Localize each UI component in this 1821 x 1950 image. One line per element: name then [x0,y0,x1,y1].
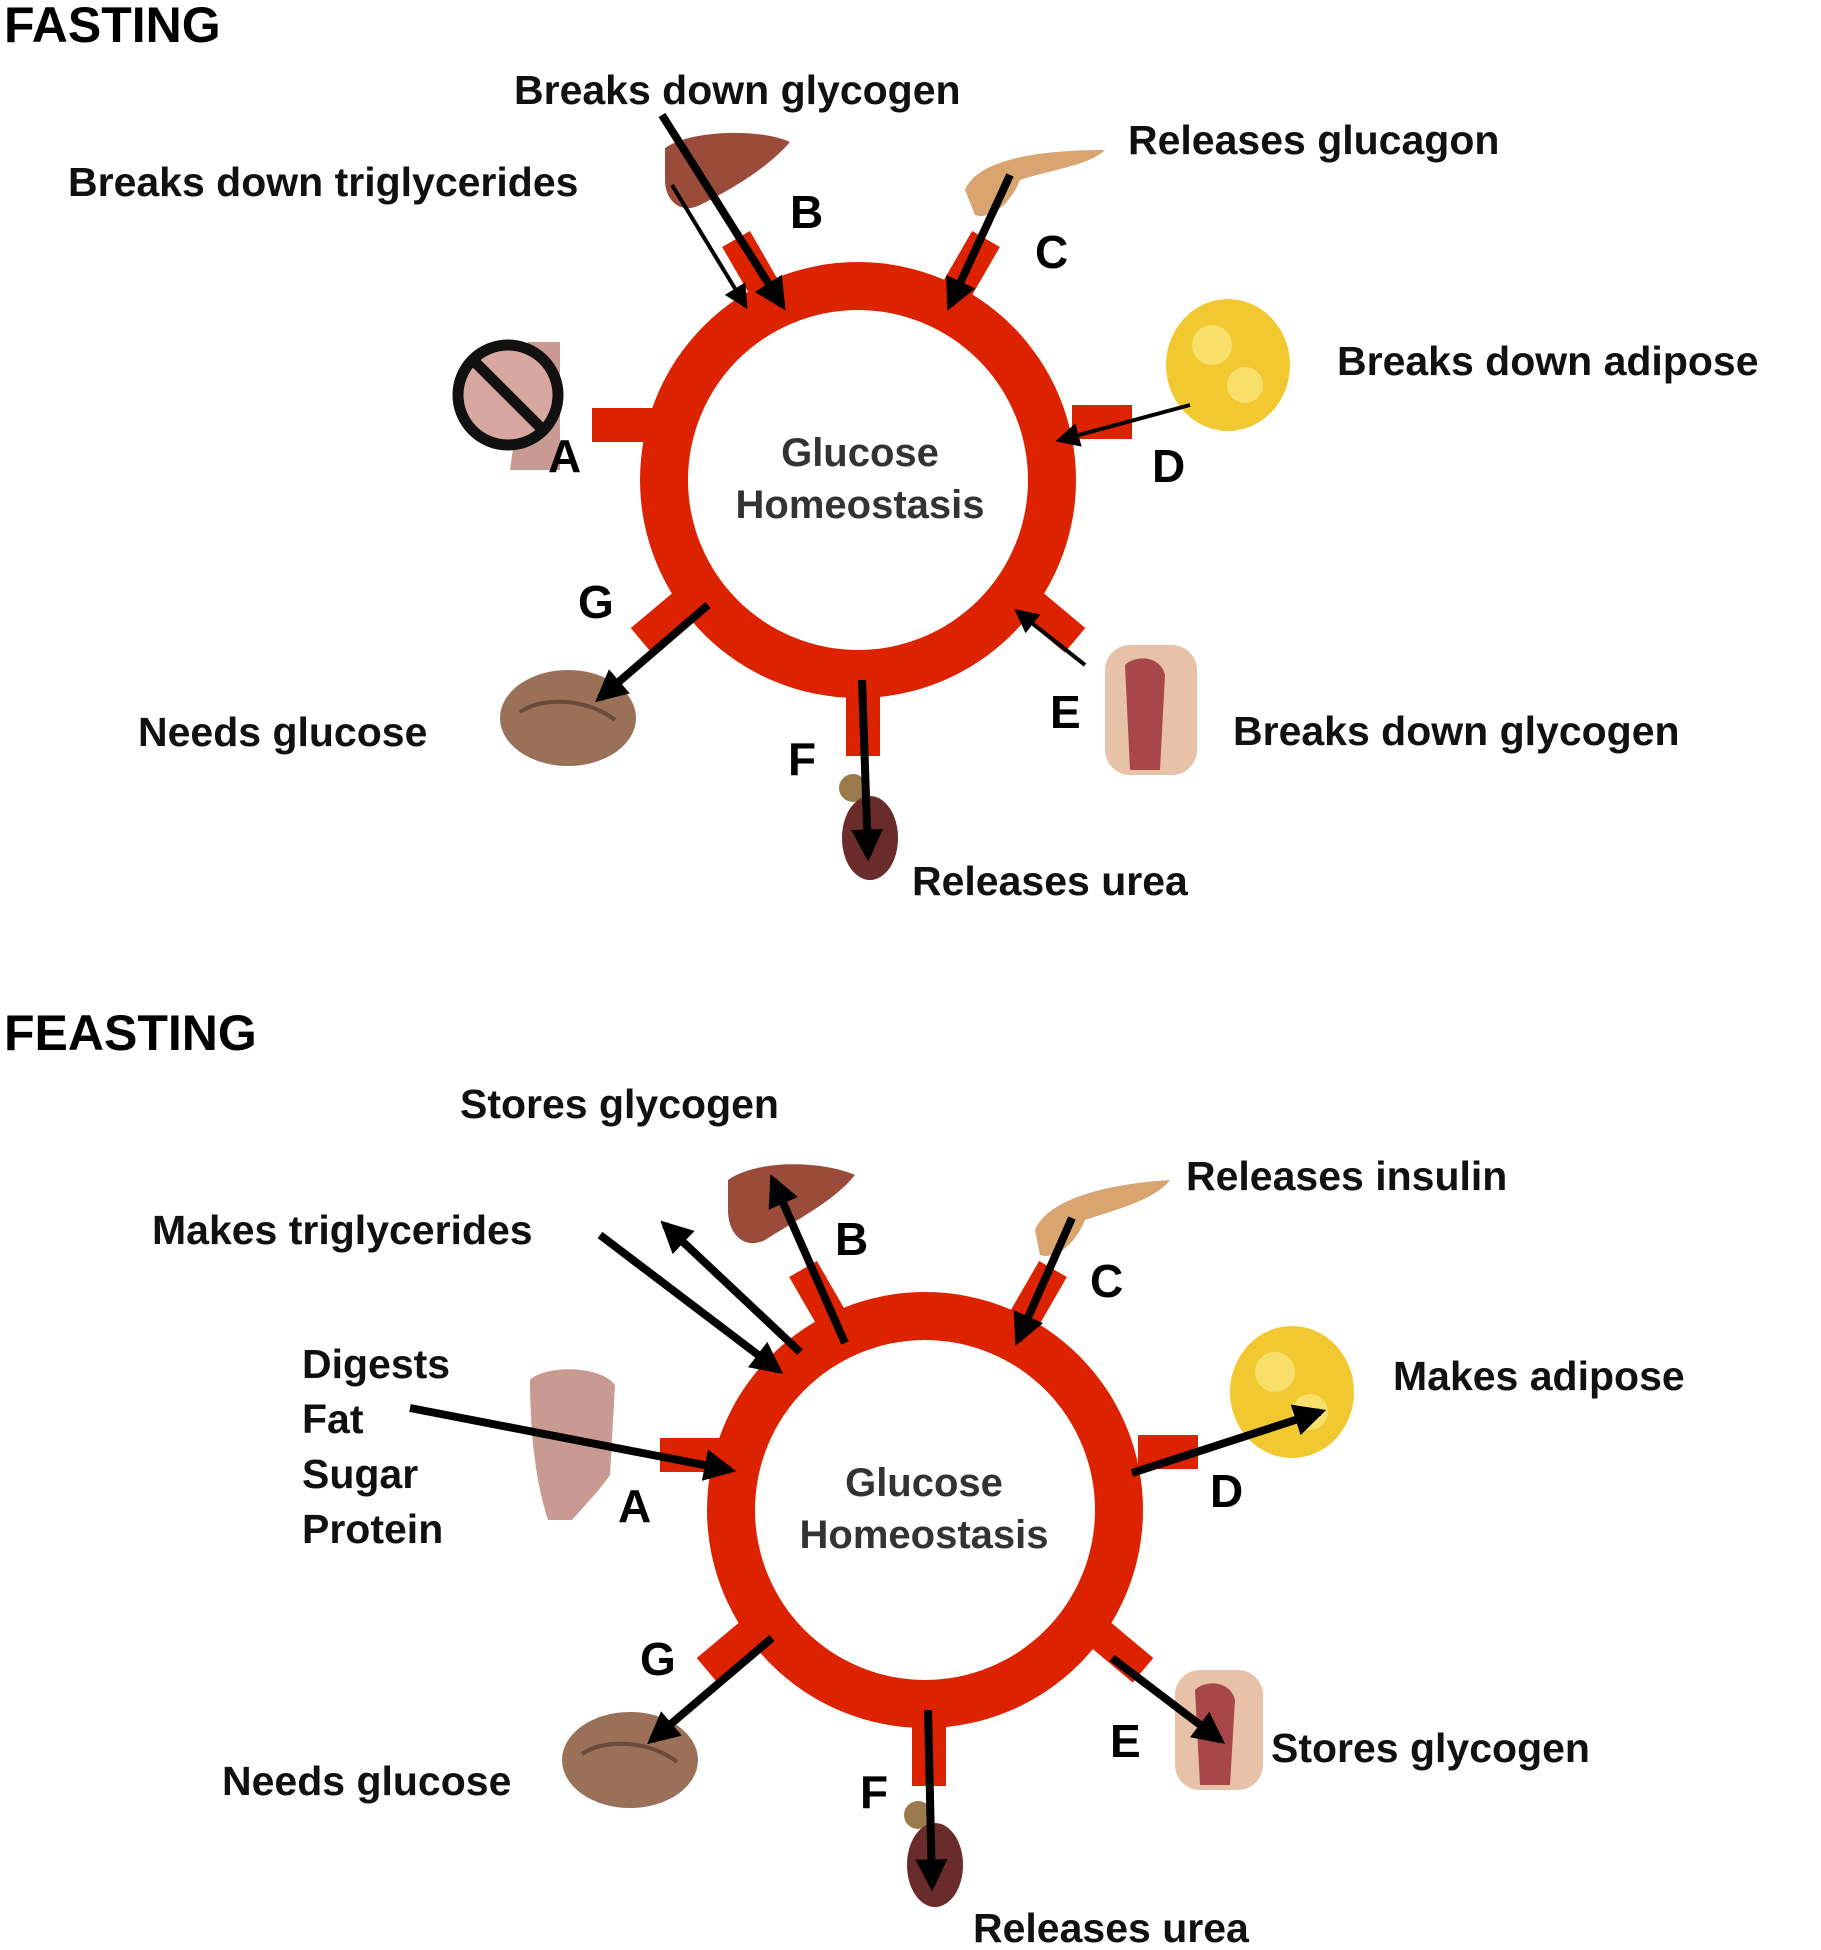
feasting-arrow-digests [409,1404,737,1481]
fasting-letter-a: A [548,430,581,482]
feasting-label-brain: Needs glucose [222,1758,511,1804]
feasting-letter-b: B [835,1213,868,1265]
feasting-label-protein: Protein [302,1506,443,1552]
fasting-label-glucagon: Releases glucagon [1128,117,1499,163]
muscle-icon [1175,1670,1263,1790]
feasting-title: FEASTING [4,1005,257,1061]
fasting-letter-g: G [578,576,614,628]
feasting-arrow-liver-glycogen [768,1174,849,1345]
fasting-label-adipose: Breaks down adipose [1337,338,1759,384]
feasting-arrow-urea [915,1709,948,1892]
fasting-label-triglycerides: Breaks down triglycerides [68,159,578,205]
intestine-icon [530,1369,615,1520]
fasting-center-line2: Homeostasis [736,483,985,527]
fasting-arrow-liver-glycogen [658,112,786,311]
feasting-letter-c: C [1090,1255,1123,1307]
feasting-letter-d: D [1210,1465,1243,1517]
fasting-ring [592,231,1132,756]
feasting-label-triglycerides: Makes triglycerides [152,1207,533,1253]
fasting-arrow-brain [595,601,711,703]
fasting-letter-b: B [790,186,823,238]
feasting-label-digests: Digests [302,1341,450,1387]
feasting-arrow-adipose [1130,1404,1327,1477]
feasting-arrow-triglycerides-out [660,1220,803,1355]
fasting-arrow-muscle [1014,609,1087,667]
feasting-label-urea: Releases urea [973,1905,1250,1950]
feasting-label-insulin: Releases insulin [1186,1153,1507,1199]
feasting-arrow-triglycerides-in [597,1231,784,1374]
feasting-panel: FEASTING Glucose Homeostasis [4,1005,1685,1950]
fasting-label-brain: Needs glucose [138,709,427,755]
feasting-letter-e: E [1110,1715,1141,1767]
feasting-letter-f: F [860,1766,888,1818]
no-symbol-icon [452,339,564,451]
feasting-arrow-insulin [1013,1216,1076,1346]
feasting-center-line1: Glucose [845,1461,1003,1505]
fasting-letter-f: F [788,733,816,785]
feasting-label-muscle-glycogen: Stores glycogen [1271,1725,1590,1771]
feasting-label-sugar: Sugar [302,1451,418,1497]
fasting-panel: FASTING Glucose Homeostasis [4,0,1759,904]
fasting-letter-d: D [1152,440,1185,492]
feasting-letter-a: A [618,1480,651,1532]
fasting-arrow-adipose [1055,403,1191,447]
feasting-label-liver-glycogen: Stores glycogen [460,1081,779,1127]
brain-icon [562,1712,698,1808]
feasting-arrow-brain [647,1634,775,1745]
fasting-center-line1: Glucose [781,431,939,475]
muscle-icon [1105,645,1197,775]
adipose-icon [1166,299,1290,431]
fasting-letter-c: C [1035,226,1068,278]
fasting-label-urea: Releases urea [912,858,1189,904]
fasting-label-muscle-glycogen: Breaks down glycogen [1233,708,1680,754]
fasting-arrow-triglycerides [670,183,748,310]
feasting-center-line2: Homeostasis [800,1513,1049,1557]
feasting-label-adipose: Makes adipose [1393,1353,1685,1399]
fasting-label-liver-glycogen: Breaks down glycogen [514,67,961,113]
feasting-arrow-muscle [1109,1654,1226,1744]
pancreas-icon [965,150,1105,216]
liver-icon [665,132,790,209]
fasting-title: FASTING [4,0,221,53]
fasting-arrow-glucagon [946,173,1014,311]
feasting-label-fat: Fat [302,1396,364,1442]
fasting-arrow-urea [851,679,884,862]
feasting-letter-g: G [640,1633,676,1685]
feasting-ring [660,1261,1198,1786]
pancreas-icon [1035,1180,1170,1256]
fasting-letter-e: E [1050,686,1081,738]
